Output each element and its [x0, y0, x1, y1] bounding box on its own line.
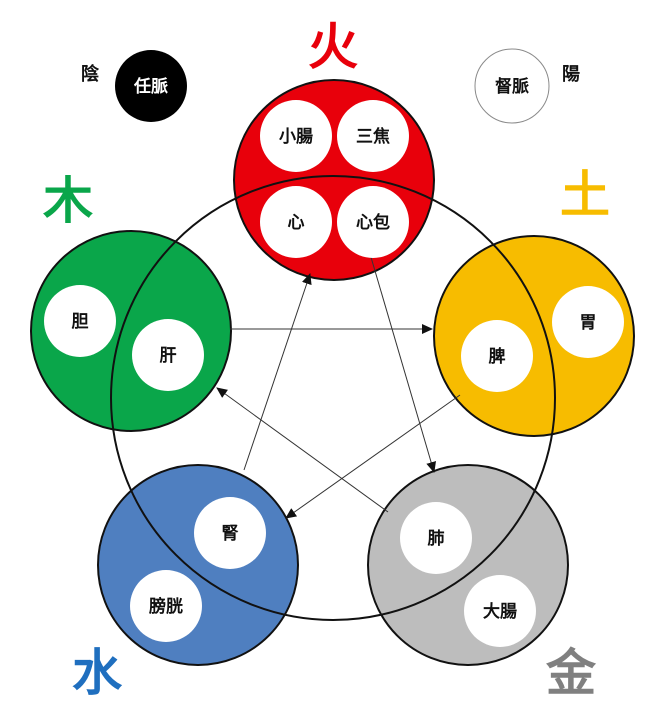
spleen-label: 脾: [489, 346, 506, 367]
arrow-fire-to-metal: [367, 246, 436, 473]
lung-circle: [400, 502, 472, 574]
water-circle: [97, 464, 299, 666]
bladder-label: 膀胱: [149, 596, 183, 617]
kidney-label: 腎: [222, 524, 239, 544]
generating-cycle-ring: [110, 175, 556, 621]
small-intestine-circle: [260, 100, 332, 172]
stomach-circle: [552, 286, 624, 358]
water-element-label: 水: [72, 644, 123, 702]
governing-vessel-label: 督脈: [495, 76, 529, 97]
fire-element-label: 火: [308, 18, 358, 76]
metal-circle: [367, 464, 569, 666]
pericardium-label: 心包: [356, 212, 390, 233]
triple-burner-circle: [337, 100, 409, 172]
large-intestine-label: 大腸: [483, 601, 517, 622]
lung-label: 肺: [428, 529, 445, 549]
kidney-circle: [194, 497, 266, 569]
spleen-circle: [461, 320, 533, 392]
gallbladder-label: 胆: [72, 312, 89, 332]
triple-burner-label: 三焦: [356, 126, 390, 147]
liver-circle: [132, 319, 204, 391]
gallbladder-circle: [44, 285, 116, 357]
yin-label: 陰: [81, 63, 100, 85]
arrow-earth-to-water: [285, 394, 461, 519]
liver-label: 肝: [160, 346, 177, 366]
heart-label: 心: [288, 213, 305, 233]
arrow-metal-to-wood: [216, 387, 389, 513]
metal-element-label: 金: [546, 644, 597, 702]
large-intestine-circle: [464, 575, 536, 647]
fire-circle: [233, 79, 435, 281]
pericardium-circle: [337, 186, 409, 258]
earth-element-label: 土: [560, 166, 610, 224]
yang-label: 陽: [562, 64, 580, 85]
small-intestine-label: 小腸: [279, 127, 313, 147]
wood-element-label: 木: [43, 172, 93, 230]
heart-circle: [260, 186, 332, 258]
conception-vessel-circle: [115, 50, 187, 122]
arrow-water-to-fire: [243, 273, 312, 471]
stomach-label: 胃: [580, 313, 597, 333]
bladder-circle: [130, 570, 202, 642]
conception-vessel-label: 任脈: [133, 76, 168, 97]
governing-vessel-circle: [474, 48, 550, 124]
